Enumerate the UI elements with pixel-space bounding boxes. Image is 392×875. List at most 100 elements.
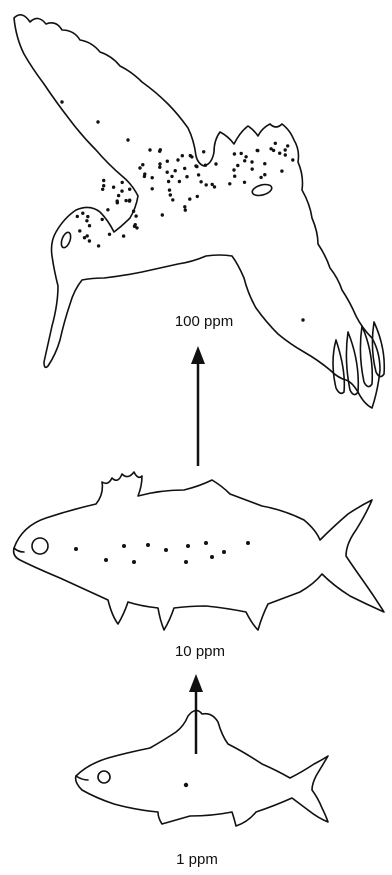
contaminant-dot — [74, 547, 78, 551]
contaminant-dot — [169, 193, 172, 196]
contaminant-dot — [244, 155, 247, 158]
level-label-1ppm: 1 ppm — [176, 851, 218, 868]
contaminant-dot — [158, 162, 161, 165]
contaminant-dot — [102, 184, 105, 187]
contaminant-dot — [205, 183, 208, 186]
contaminant-dot — [88, 224, 91, 227]
small-fish-contaminant-dots — [184, 783, 188, 787]
contaminant-dot — [135, 226, 138, 229]
contaminant-dot — [86, 234, 89, 237]
arrow-up-icon — [191, 346, 205, 466]
contaminant-dot — [117, 194, 120, 197]
contaminant-dot — [195, 165, 198, 168]
large-fish-eye-icon — [32, 538, 48, 554]
level-label-100ppm: 100 ppm — [175, 313, 233, 330]
contaminant-dot — [97, 244, 100, 247]
contaminant-dot — [174, 169, 177, 172]
contaminant-dot — [78, 229, 81, 232]
contaminant-dot — [164, 548, 168, 552]
contaminant-dot — [108, 233, 111, 236]
contaminant-dot — [171, 198, 174, 201]
contaminant-dot — [190, 155, 193, 158]
large-fish-contaminant-dots — [74, 541, 250, 564]
contaminant-dot — [122, 544, 126, 548]
contaminant-dot — [126, 138, 129, 141]
contaminant-dot — [233, 152, 236, 155]
contaminant-dot — [246, 541, 250, 545]
contaminant-dot — [214, 162, 217, 165]
contaminant-dot — [132, 560, 136, 564]
contaminant-dot — [96, 120, 99, 123]
contaminant-dot — [213, 185, 216, 188]
contaminant-dot — [188, 197, 191, 200]
small-fish-outline — [76, 710, 328, 826]
contaminant-dot — [132, 210, 135, 213]
contaminant-dot — [161, 213, 164, 216]
contaminant-dot — [141, 163, 144, 166]
contaminant-dot — [272, 149, 275, 152]
contaminant-dot — [148, 148, 151, 151]
contaminant-dot — [102, 179, 105, 182]
contaminant-dot — [291, 158, 294, 161]
contaminant-dot — [134, 223, 137, 226]
bird-contaminant-dots — [60, 100, 304, 321]
bird-body-oval — [251, 183, 273, 198]
contaminant-dot — [184, 208, 187, 211]
contaminant-dot — [106, 208, 109, 211]
contaminant-dot — [88, 239, 91, 242]
contaminant-dot — [128, 188, 131, 191]
contaminant-dot — [158, 166, 161, 169]
contaminant-dot — [104, 558, 108, 562]
contaminant-dot — [134, 214, 137, 217]
contaminant-dot — [232, 168, 235, 171]
bird-tail-feather — [360, 326, 372, 387]
contaminant-dot — [280, 169, 283, 172]
contaminant-dot — [168, 188, 171, 191]
contaminant-dot — [202, 150, 205, 153]
contaminant-dot — [112, 186, 115, 189]
contaminant-dot — [243, 159, 246, 162]
contaminant-dot — [101, 188, 104, 191]
contaminant-dot — [138, 166, 141, 169]
contaminant-dot — [263, 173, 266, 176]
contaminant-dot — [197, 173, 200, 176]
contaminant-dot — [124, 199, 127, 202]
contaminant-dot — [181, 154, 184, 157]
contaminant-dot — [236, 164, 239, 167]
contaminant-dot — [146, 543, 150, 547]
contaminant-dot — [167, 180, 170, 183]
contaminant-dot — [186, 544, 190, 548]
small-fish-illustration — [76, 710, 328, 826]
contaminant-dot — [151, 176, 154, 179]
small-fish-eye-icon — [98, 771, 110, 783]
contaminant-dot — [86, 215, 89, 218]
contaminant-dot — [259, 176, 262, 179]
contaminant-dot — [278, 152, 281, 155]
contaminant-dot — [263, 162, 266, 165]
contaminant-dot — [286, 144, 289, 147]
contaminant-dot — [76, 215, 79, 218]
contaminant-dot — [284, 153, 287, 156]
contaminant-dot — [166, 171, 169, 174]
contaminant-dot — [211, 183, 214, 186]
contaminant-dot — [210, 555, 214, 559]
bird-eye-icon — [60, 231, 73, 249]
level-label-10ppm: 10 ppm — [175, 643, 225, 660]
contaminant-dot — [240, 152, 243, 155]
contaminant-dot — [204, 541, 208, 545]
arrow-up-icon — [189, 674, 203, 754]
contaminant-dot — [128, 199, 131, 202]
contaminant-dot — [184, 783, 188, 787]
contaminant-dot — [256, 149, 259, 152]
contaminant-dot — [178, 180, 181, 183]
contaminant-dot — [274, 142, 277, 145]
contaminant-dot — [166, 160, 169, 163]
contaminant-dot — [196, 195, 199, 198]
contaminant-dot — [122, 234, 125, 237]
small-fish-mouth — [76, 776, 88, 780]
bird-tail-feather — [333, 340, 344, 393]
contaminant-dot — [251, 167, 254, 170]
bird-tail-feather — [372, 322, 384, 377]
contaminant-dot — [183, 167, 186, 170]
